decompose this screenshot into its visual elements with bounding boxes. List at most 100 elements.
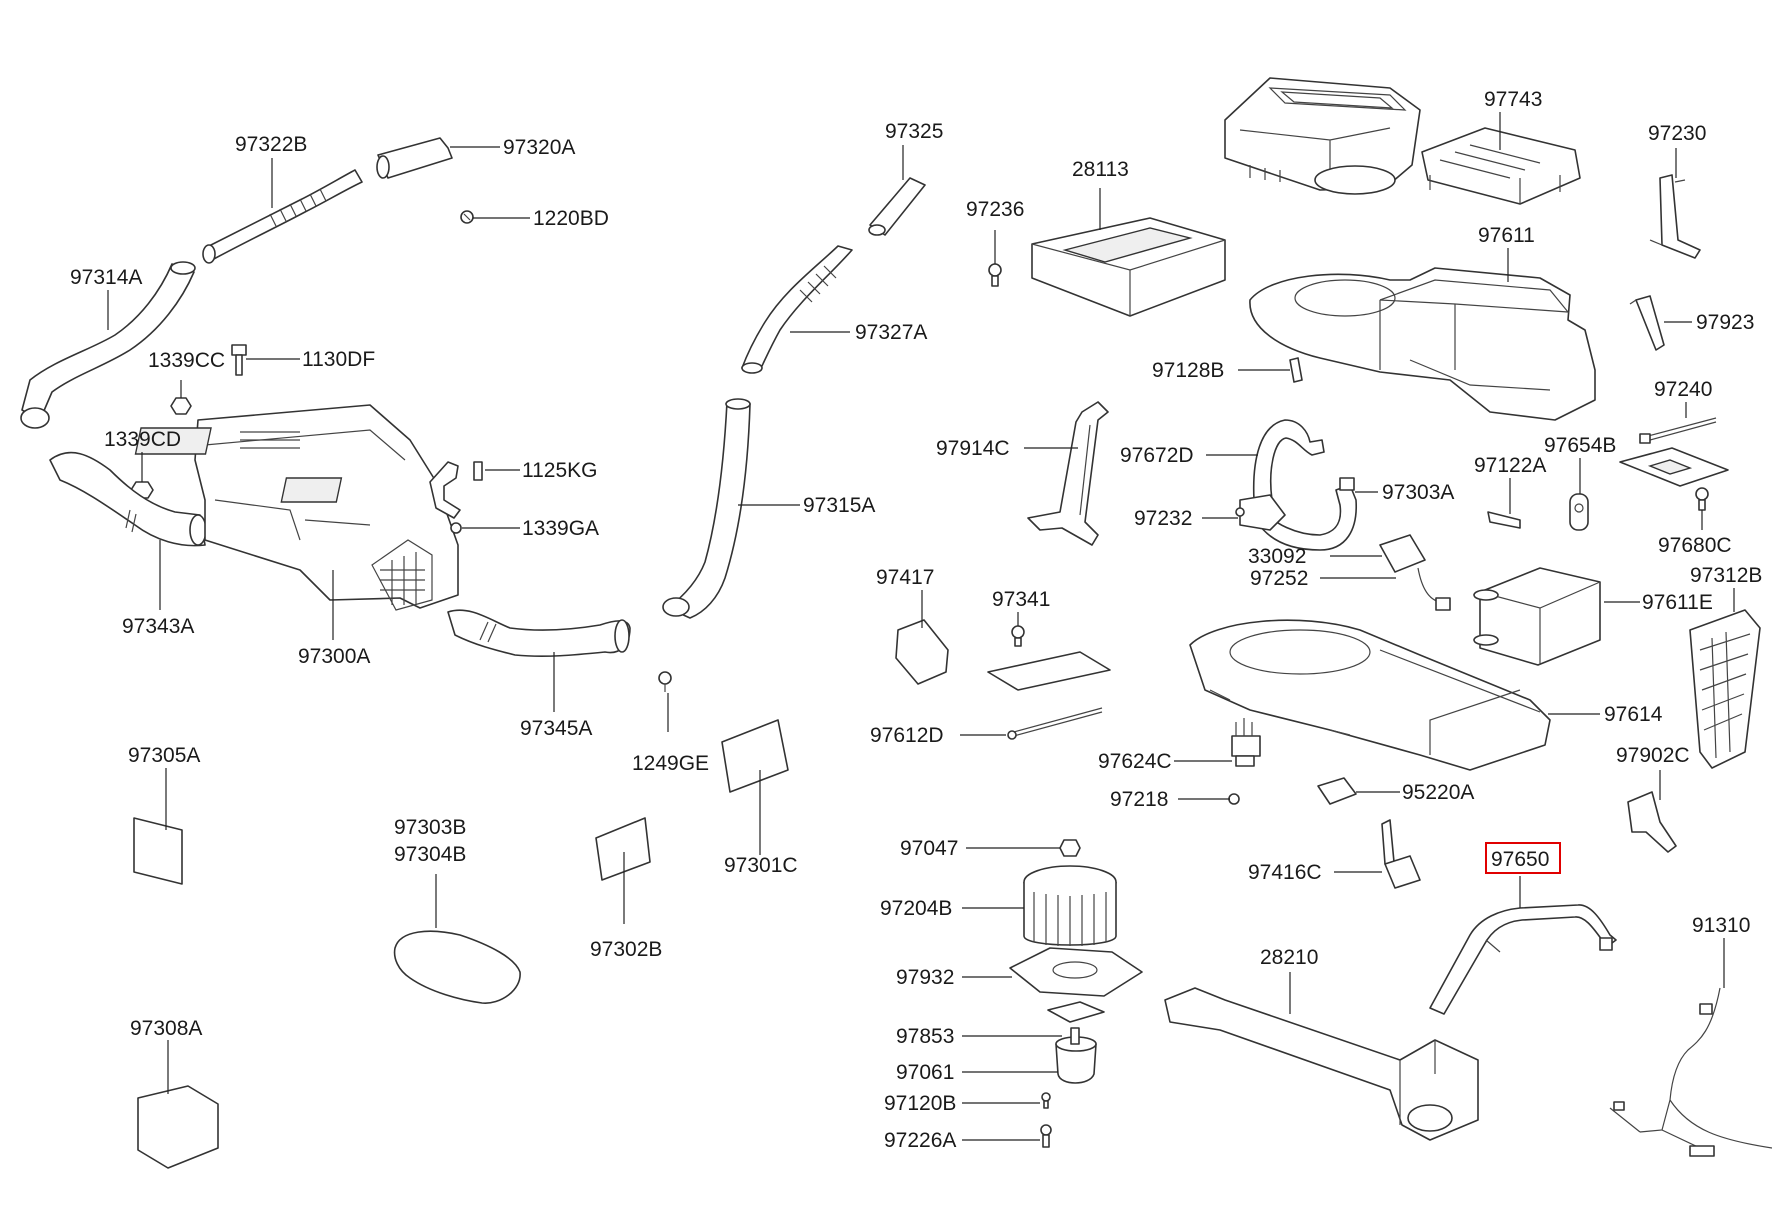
label-97614[interactable]: 97614 [1604, 703, 1663, 726]
part-97612D-probe[interactable] [1007, 707, 1103, 740]
part-97654B-grommet[interactable] [1569, 493, 1589, 531]
part-97301C-pad[interactable] [721, 719, 789, 793]
part-97305A-pad[interactable] [133, 817, 183, 885]
part-97128B-clip[interactable] [1289, 357, 1303, 383]
label-97128B[interactable]: 97128B [1152, 359, 1224, 382]
part-97327A-hose[interactable] [741, 245, 853, 374]
label-1125KG[interactable]: 1125KG [522, 459, 598, 482]
label-97325[interactable]: 97325 [885, 120, 943, 143]
part-97218-screw[interactable] [1228, 793, 1240, 805]
label-97252[interactable]: 97252 [1250, 567, 1308, 590]
label-97923[interactable]: 97923 [1696, 311, 1754, 334]
label-97204B[interactable]: 97204B [880, 897, 952, 920]
label-97315A[interactable]: 97315A [803, 494, 875, 517]
label-97611[interactable]: 97611 [1478, 224, 1535, 247]
part-1125KG-bracket[interactable] [429, 461, 483, 519]
label-97312B[interactable]: 97312B [1690, 564, 1762, 587]
part-97226A-bolt[interactable] [1040, 1124, 1052, 1148]
part-97047-nut[interactable] [1059, 839, 1081, 857]
label-97240[interactable]: 97240 [1654, 378, 1712, 401]
label-97322B[interactable]: 97322B [235, 133, 307, 156]
part-33092-sensor[interactable] [1379, 534, 1451, 611]
part-97325-tube[interactable] [868, 177, 926, 236]
part-28210-duct[interactable] [1164, 987, 1479, 1141]
label-1339GA[interactable]: 1339GA [522, 517, 599, 540]
part-1220BD-screw[interactable] [460, 210, 474, 224]
part-97650-hose[interactable] [1429, 904, 1617, 1015]
part-97417-module[interactable] [895, 619, 949, 685]
label-97672D[interactable]: 97672D [1120, 444, 1194, 467]
part-97120B-screw[interactable] [1041, 1092, 1051, 1109]
label-97047[interactable]: 97047 [900, 837, 958, 860]
part-97614-lower-case[interactable] [1189, 619, 1551, 771]
part-97061-motor[interactable] [1055, 1027, 1097, 1084]
part-97902C-bracket[interactable] [1627, 791, 1677, 853]
label-97341[interactable]: 97341 [992, 588, 1050, 611]
part-97314A-hose[interactable] [20, 261, 196, 429]
part-97343A-duct[interactable] [49, 451, 207, 547]
label-97853[interactable]: 97853 [896, 1025, 954, 1048]
label-97122A[interactable]: 97122A [1474, 454, 1546, 477]
part-97345A-hose[interactable] [447, 609, 631, 658]
label-97932[interactable]: 97932 [896, 966, 954, 989]
label-28210[interactable]: 28210 [1260, 946, 1318, 969]
part-91310-harness[interactable] [1609, 987, 1772, 1157]
part-97743-actuator[interactable] [1421, 127, 1581, 205]
part-97611E-heater-core[interactable] [1473, 567, 1601, 666]
part-intake-housing[interactable] [1224, 77, 1421, 195]
label-97417[interactable]: 97417 [876, 566, 934, 589]
label-97612D[interactable]: 97612D [870, 724, 944, 747]
label-97327A[interactable]: 97327A [855, 321, 927, 344]
part-1130DF-bolt[interactable] [231, 344, 247, 376]
part-97853-gasket[interactable] [1047, 1001, 1105, 1023]
part-97204B-blower-fan[interactable] [1023, 865, 1117, 946]
label-97680C[interactable]: 97680C [1658, 534, 1732, 557]
label-97301C[interactable]: 97301C [724, 854, 798, 877]
label-97914C[interactable]: 97914C [936, 437, 1010, 460]
label-97302B[interactable]: 97302B [590, 938, 662, 961]
label-1220BD[interactable]: 1220BD [533, 207, 609, 230]
label-1339CC[interactable]: 1339CC [148, 349, 225, 372]
part-97300A-heater-unit[interactable] [134, 404, 459, 611]
part-1339CC-nut[interactable] [170, 397, 192, 415]
part-97232-valve[interactable] [1235, 494, 1286, 531]
label-97345A[interactable]: 97345A [520, 717, 592, 740]
part-97624C-resistor[interactable] [1231, 718, 1261, 767]
label-97226A[interactable]: 97226A [884, 1129, 956, 1152]
part-97932-plate[interactable] [1009, 947, 1143, 997]
part-97341-plate[interactable] [987, 651, 1111, 691]
part-97122A-clip[interactable] [1487, 511, 1521, 529]
label-97061[interactable]: 97061 [896, 1061, 954, 1084]
label-97611E[interactable]: 97611E [1642, 591, 1713, 614]
part-97914C-bracket[interactable] [1027, 401, 1109, 546]
label-97236[interactable]: 97236 [966, 198, 1024, 221]
part-28113-filter[interactable] [1031, 217, 1226, 317]
label-97308A[interactable]: 97308A [130, 1017, 202, 1040]
label-97300A[interactable]: 97300A [298, 645, 370, 668]
part-97308A-pad[interactable] [137, 1085, 219, 1169]
label-97303B[interactable]: 97303B [394, 816, 466, 839]
label-33092[interactable]: 33092 [1248, 545, 1306, 568]
part-97240-sensor[interactable] [1639, 417, 1717, 444]
label-97218[interactable]: 97218 [1110, 788, 1168, 811]
label-97743[interactable]: 97743 [1484, 88, 1542, 111]
label-1339CD[interactable]: 1339CD [104, 428, 181, 451]
part-97320A-duct-end[interactable] [376, 137, 453, 179]
part-97303B-pad[interactable] [393, 930, 521, 1004]
label-97232[interactable]: 97232 [1134, 507, 1192, 530]
label-97902C[interactable]: 97902C [1616, 744, 1690, 767]
part-97315A-duct[interactable] [662, 398, 751, 619]
label-1249GE[interactable]: 1249GE [632, 752, 709, 775]
label-97624C[interactable]: 97624C [1098, 750, 1172, 773]
label-97654B[interactable]: 97654B [1544, 434, 1616, 457]
label-97230[interactable]: 97230 [1648, 122, 1706, 145]
part-1249GE-screw[interactable] [658, 671, 672, 692]
part-95220A-relay[interactable] [1317, 777, 1357, 805]
part-97302B-pad[interactable] [595, 817, 651, 881]
label-97120B[interactable]: 97120B [884, 1092, 956, 1115]
label-97343A[interactable]: 97343A [122, 615, 194, 638]
label-28113[interactable]: 28113 [1072, 158, 1129, 181]
part-97672D-pipes[interactable] [1252, 419, 1357, 551]
part-97416C-actuator[interactable] [1381, 819, 1421, 889]
label-97650[interactable]: 97650 [1491, 848, 1549, 871]
